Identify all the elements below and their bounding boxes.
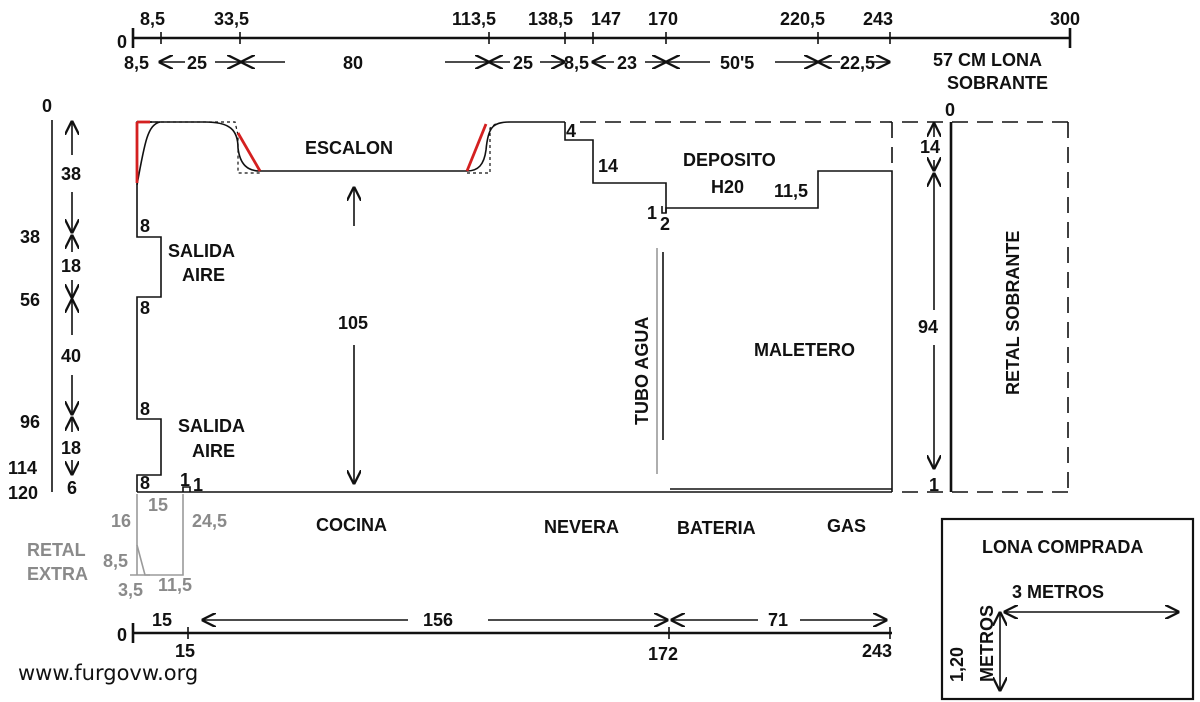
left-seg-38: 38 [61,164,81,184]
escalon-label: ESCALON [305,138,393,158]
top-tick-138-5: 138,5 [528,9,573,29]
bottom-tick-15: 15 [175,641,195,661]
left-tick-38: 38 [20,227,40,247]
top-tick-300: 300 [1050,9,1080,29]
bottom-tick-243: 243 [862,641,892,661]
lona-width: 3 METROS [1012,582,1104,602]
dim-1-b: 1 [193,475,203,495]
bottom-tick-172: 172 [648,644,678,664]
dim-2: 2 [660,214,670,234]
top-tick-170: 170 [648,9,678,29]
salida-aire-1-line2: AIRE [182,265,225,285]
h20-label: H20 [711,177,744,197]
lona-comprada-box: LONA COMPRADA 3 METROS 1,20 METROS [940,517,1195,701]
top-tick-113-5: 113,5 [452,9,496,29]
left-scale: 0 38 56 96 114 120 38 18 40 18 6 [8,96,81,503]
top-seg-22-5: 22,5 [840,53,875,73]
retal-extra-3-5: 3,5 [118,580,143,600]
top-seg-25-a: 25 [187,53,207,73]
maletero-label: MALETERO [754,340,855,360]
deposito-label: DEPOSITO [683,150,776,170]
floor-outline [135,120,893,493]
right-94: 94 [918,317,938,337]
left-tick-0: 0 [42,96,52,116]
right-zero: 0 [945,100,955,120]
salida-aire-2-line2: AIRE [192,441,235,461]
bottom-seg-156: 156 [423,610,453,630]
top-seg-23: 23 [617,53,637,73]
left-tick-114: 114 [8,458,37,478]
left-tick-96: 96 [20,412,40,432]
zone-labels: COCINA NEVERA BATERIA GAS [316,515,866,538]
dim-14: 14 [598,156,618,176]
top-scale: 0 8,5 33,5 113,5 138,5 147 170 220,5 243… [117,9,1080,93]
top-tick-8-5: 8,5 [140,9,165,29]
retal-extra-line1: RETAL [27,540,86,560]
tubo-agua-label: TUBO AGUA [632,317,652,425]
dim-8-c: 8 [140,399,150,419]
zone-bateria: BATERIA [677,518,756,538]
dim-8-d: 8 [140,473,150,493]
top-seg-80: 80 [343,53,363,73]
lona-height-2: METROS [977,605,997,682]
top-tick-147: 147 [591,9,621,29]
lona-comprada-title: LONA COMPRADA [982,537,1143,557]
left-seg-6: 6 [67,478,77,498]
zone-cocina: COCINA [316,515,387,535]
retal-sobrante-area: 0 14 94 1 RETAL SOBRANTE [902,100,1069,495]
top-seg-50-5: 50'5 [720,53,754,73]
right-one: 1 [929,475,939,495]
lona-height-1: 1,20 [947,647,967,682]
retal-extra-8-5: 8,5 [103,551,128,571]
bottom-scale: 0 15 172 243 15 156 71 [117,610,892,664]
retal-extra-24-5: 24,5 [192,511,227,531]
lona-sobrante-note-1: 57 CM LONA [933,50,1042,70]
dim-1: 1 [647,203,657,223]
top-tick-33-5: 33,5 [214,9,249,29]
retal-extra-line2: EXTRA [27,564,88,584]
bottom-seg-71: 71 [768,610,788,630]
retal-sobrante-label: RETAL SOBRANTE [1003,231,1023,395]
top-tick-0: 0 [117,32,127,52]
dim-11-5: 11,5 [774,181,808,201]
top-seg-8-5-b: 8,5 [564,53,589,73]
retal-extra-piece: RETAL EXTRA 16 15 24,5 8,5 3,5 11,5 [27,494,227,600]
right-14: 14 [920,137,940,157]
top-tick-220-5: 220,5 [780,9,825,29]
top-seg-8-5: 8,5 [124,53,149,73]
lona-sobrante-note-2: SOBRANTE [947,73,1048,93]
salida-aire-2-line1: SALIDA [178,416,245,436]
left-tick-120: 120 [8,483,38,503]
zone-gas: GAS [827,516,866,536]
dim-8-b: 8 [140,298,150,318]
bottom-seg-15: 15 [152,610,172,630]
dim-1-a: 1 [180,470,190,490]
dim-4: 4 [566,121,576,141]
zone-nevera: NEVERA [544,517,619,537]
left-tick-56: 56 [20,290,40,310]
top-tick-243: 243 [863,9,893,29]
watermark: www.furgovw.org [18,661,198,685]
floor-labels: ESCALON DEPOSITO H20 SALIDA AIRE SALIDA … [140,121,855,495]
left-seg-18-b: 18 [61,438,81,458]
retal-extra-15: 15 [148,495,168,515]
retal-extra-16: 16 [111,511,131,531]
left-seg-40: 40 [61,346,81,366]
retal-extra-11-5: 11,5 [158,575,192,595]
bottom-tick-0: 0 [117,625,127,645]
salida-aire-1-line1: SALIDA [168,241,235,261]
dim-8-a: 8 [140,216,150,236]
top-seg-25-b: 25 [513,53,533,73]
dim-105: 105 [338,313,368,333]
left-seg-18-a: 18 [61,256,81,276]
